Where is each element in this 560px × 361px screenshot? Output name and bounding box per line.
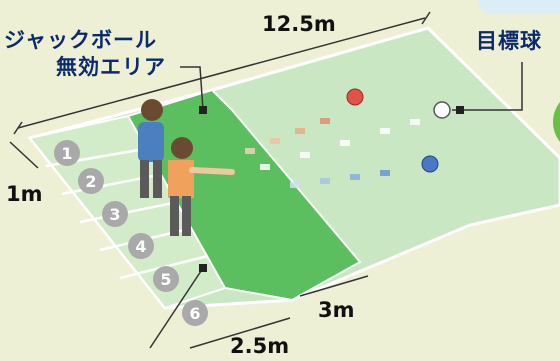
dead-zone-depth-label: 3m bbox=[318, 298, 355, 322]
side-circle bbox=[553, 102, 560, 142]
white-target-ball bbox=[433, 101, 451, 119]
player-boy bbox=[138, 99, 164, 198]
top-tab bbox=[478, 0, 560, 14]
court-length-label: 12.5m bbox=[262, 12, 336, 36]
lane-number-3: 3 bbox=[102, 201, 128, 227]
dimension-lines bbox=[9, 11, 431, 349]
target-marker bbox=[456, 106, 464, 114]
lane-number-1: 1 bbox=[54, 140, 80, 166]
lane-number-6: 6 bbox=[182, 300, 208, 326]
throw-zone-depth-label: 2.5m bbox=[230, 334, 290, 358]
lane-width-label: 1m bbox=[6, 182, 43, 206]
lane-number-5: 5 bbox=[153, 266, 179, 292]
leader-lines bbox=[149, 62, 523, 349]
jack-zone-label-line1: ジャックボール bbox=[4, 28, 157, 52]
lane-number-2: 2 bbox=[78, 168, 104, 194]
blue-ball bbox=[421, 155, 439, 173]
target-ball-label: 目標球 bbox=[476, 29, 542, 53]
dead-zone-marker bbox=[199, 106, 207, 114]
ball-trails bbox=[245, 118, 420, 188]
player-girl bbox=[168, 137, 235, 236]
lane-number-4: 4 bbox=[128, 233, 154, 259]
red-ball bbox=[346, 88, 364, 106]
jack-zone-label-line2: 無効エリア bbox=[56, 55, 166, 79]
lane-marker bbox=[199, 264, 207, 272]
